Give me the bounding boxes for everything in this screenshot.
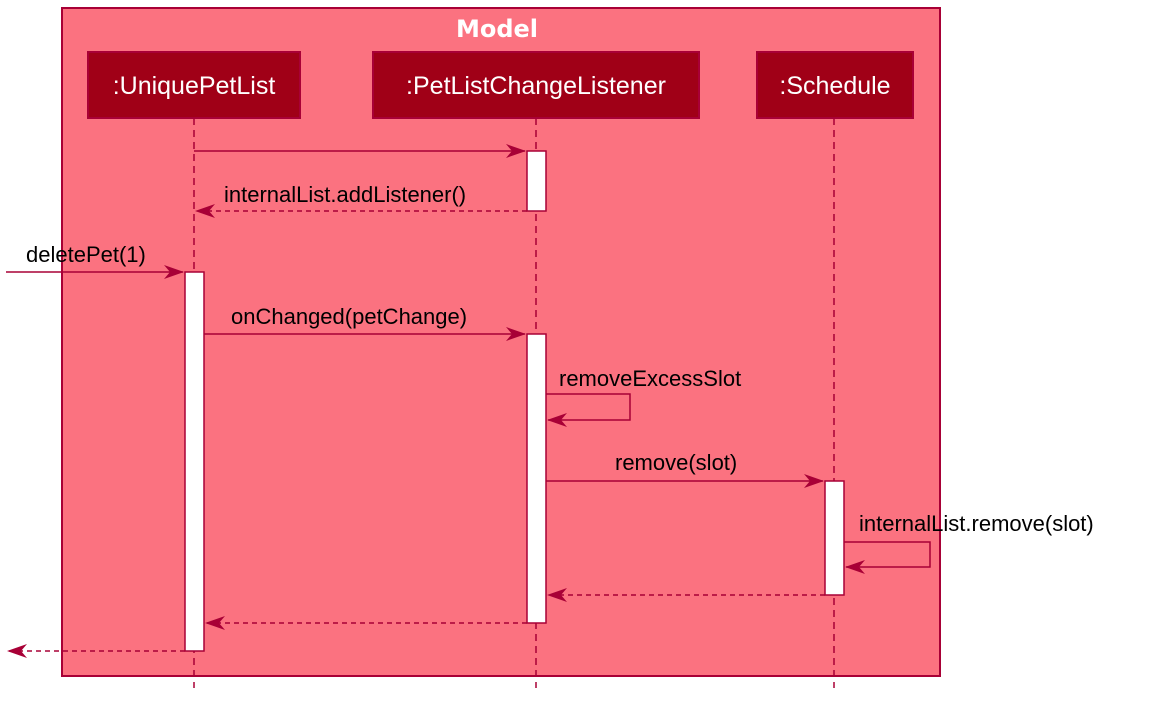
participant-label: :PetListChangeListener xyxy=(406,72,666,100)
message-remove-slot-label: remove(slot) xyxy=(615,450,737,475)
message-on-changed-label: onChanged(petChange) xyxy=(231,304,467,329)
message-remove-excess-slot-arrow xyxy=(546,393,631,427)
message-delete-pet-label: deletePet(1) xyxy=(26,242,146,267)
message-add-listener-return-label: internalList.addListener() xyxy=(224,182,466,207)
message-remove-excess-slot-label: removeExcessSlot xyxy=(559,366,741,391)
activation-unique-pet-list xyxy=(184,271,205,652)
message-internal-list-remove-arrow xyxy=(844,541,931,574)
participant-label: :Schedule xyxy=(779,72,890,100)
model-frame xyxy=(61,7,941,677)
activation-listener-register xyxy=(526,150,547,212)
participant-pet-list-change-listener: :PetListChangeListener xyxy=(372,51,700,119)
activation-schedule xyxy=(824,480,845,596)
participant-label: :UniquePetList xyxy=(113,72,276,100)
message-internal-list-remove-label: internalList.remove(slot) xyxy=(859,511,1094,536)
participant-unique-pet-list: :UniquePetList xyxy=(87,51,301,119)
frame-title: Model xyxy=(456,15,538,43)
participant-schedule: :Schedule xyxy=(756,51,914,119)
activation-listener-on-changed xyxy=(526,333,547,624)
